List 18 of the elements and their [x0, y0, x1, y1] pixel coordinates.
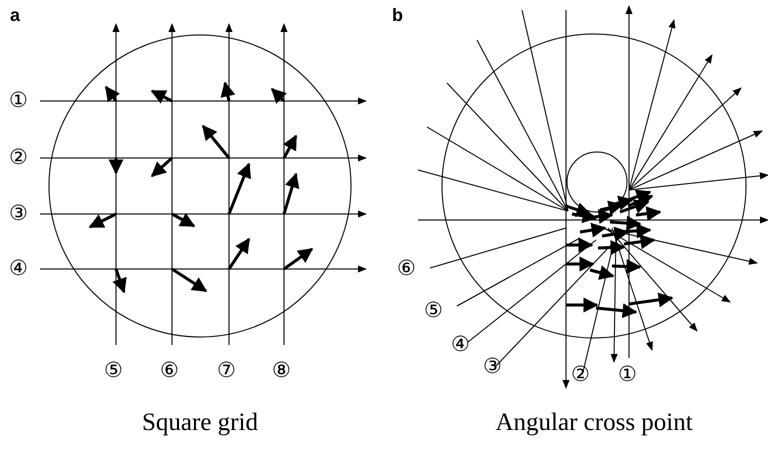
panel-label: a — [10, 6, 20, 24]
row-number: ③ — [9, 203, 28, 224]
line-number: ⑥ — [397, 258, 416, 279]
row-number: ① — [9, 90, 28, 111]
panel-label: b — [392, 6, 403, 24]
panel-caption: Square grid — [142, 410, 258, 435]
column-number: ⑧ — [272, 360, 291, 381]
line-number: ① — [618, 364, 637, 385]
line-number: ③ — [483, 356, 502, 377]
row-number: ④ — [9, 258, 28, 279]
line-number: ④ — [451, 334, 470, 355]
panel-caption: Angular cross point — [496, 410, 693, 435]
column-number: ⑦ — [217, 360, 236, 381]
row-number: ② — [9, 147, 28, 168]
line-number: ⑤ — [424, 300, 443, 321]
column-number: ⑥ — [160, 360, 179, 381]
line-number: ② — [571, 364, 590, 385]
column-number: ⑤ — [104, 360, 123, 381]
